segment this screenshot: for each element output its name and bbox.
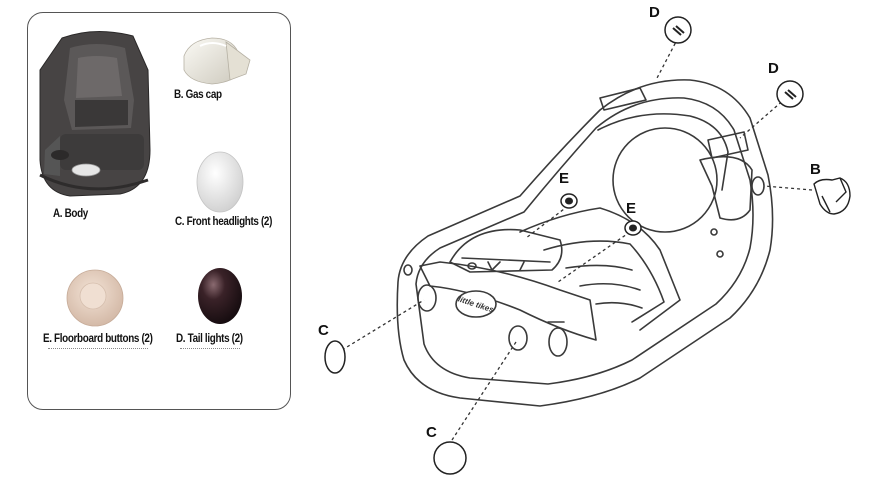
caption-tail-lights: D. Tail lights (2) (176, 333, 243, 345)
callout-c-bottom: C (426, 424, 437, 441)
caption-body: A. Body (53, 208, 88, 220)
parts-panel (27, 12, 291, 410)
body-line-drawing (396, 79, 774, 407)
gas-cap-b-drawing (813, 177, 851, 215)
caption-front-headlights: C. Front headlights (2) (175, 216, 273, 228)
callout-d-right: D (768, 60, 779, 77)
callout-e-right: E (626, 200, 637, 217)
headlight-c-left (324, 340, 346, 374)
button-e-left (560, 193, 578, 209)
caption-gas-cap: B. Gas cap (174, 89, 222, 101)
screw-d-top (664, 16, 692, 44)
headlight-photo (196, 151, 244, 213)
callout-d-top: D (649, 4, 660, 21)
gas-cap-photo (183, 37, 251, 85)
callout-c-left: C (318, 322, 329, 339)
caption-cutoff-line (48, 348, 148, 352)
callout-b: B (810, 161, 821, 178)
body-photo (39, 30, 151, 197)
button-e-right (624, 220, 642, 236)
headlight-c-bottom (433, 441, 467, 475)
callout-e-left: E (559, 170, 570, 187)
floorboard-button-photo (66, 269, 124, 327)
screw-d-right (776, 80, 804, 108)
leader-lines (341, 37, 813, 441)
caption-cutoff-line (180, 348, 240, 352)
caption-floorboard-buttons: E. Floorboard buttons (2) (43, 333, 153, 345)
tail-light-photo (198, 268, 242, 324)
